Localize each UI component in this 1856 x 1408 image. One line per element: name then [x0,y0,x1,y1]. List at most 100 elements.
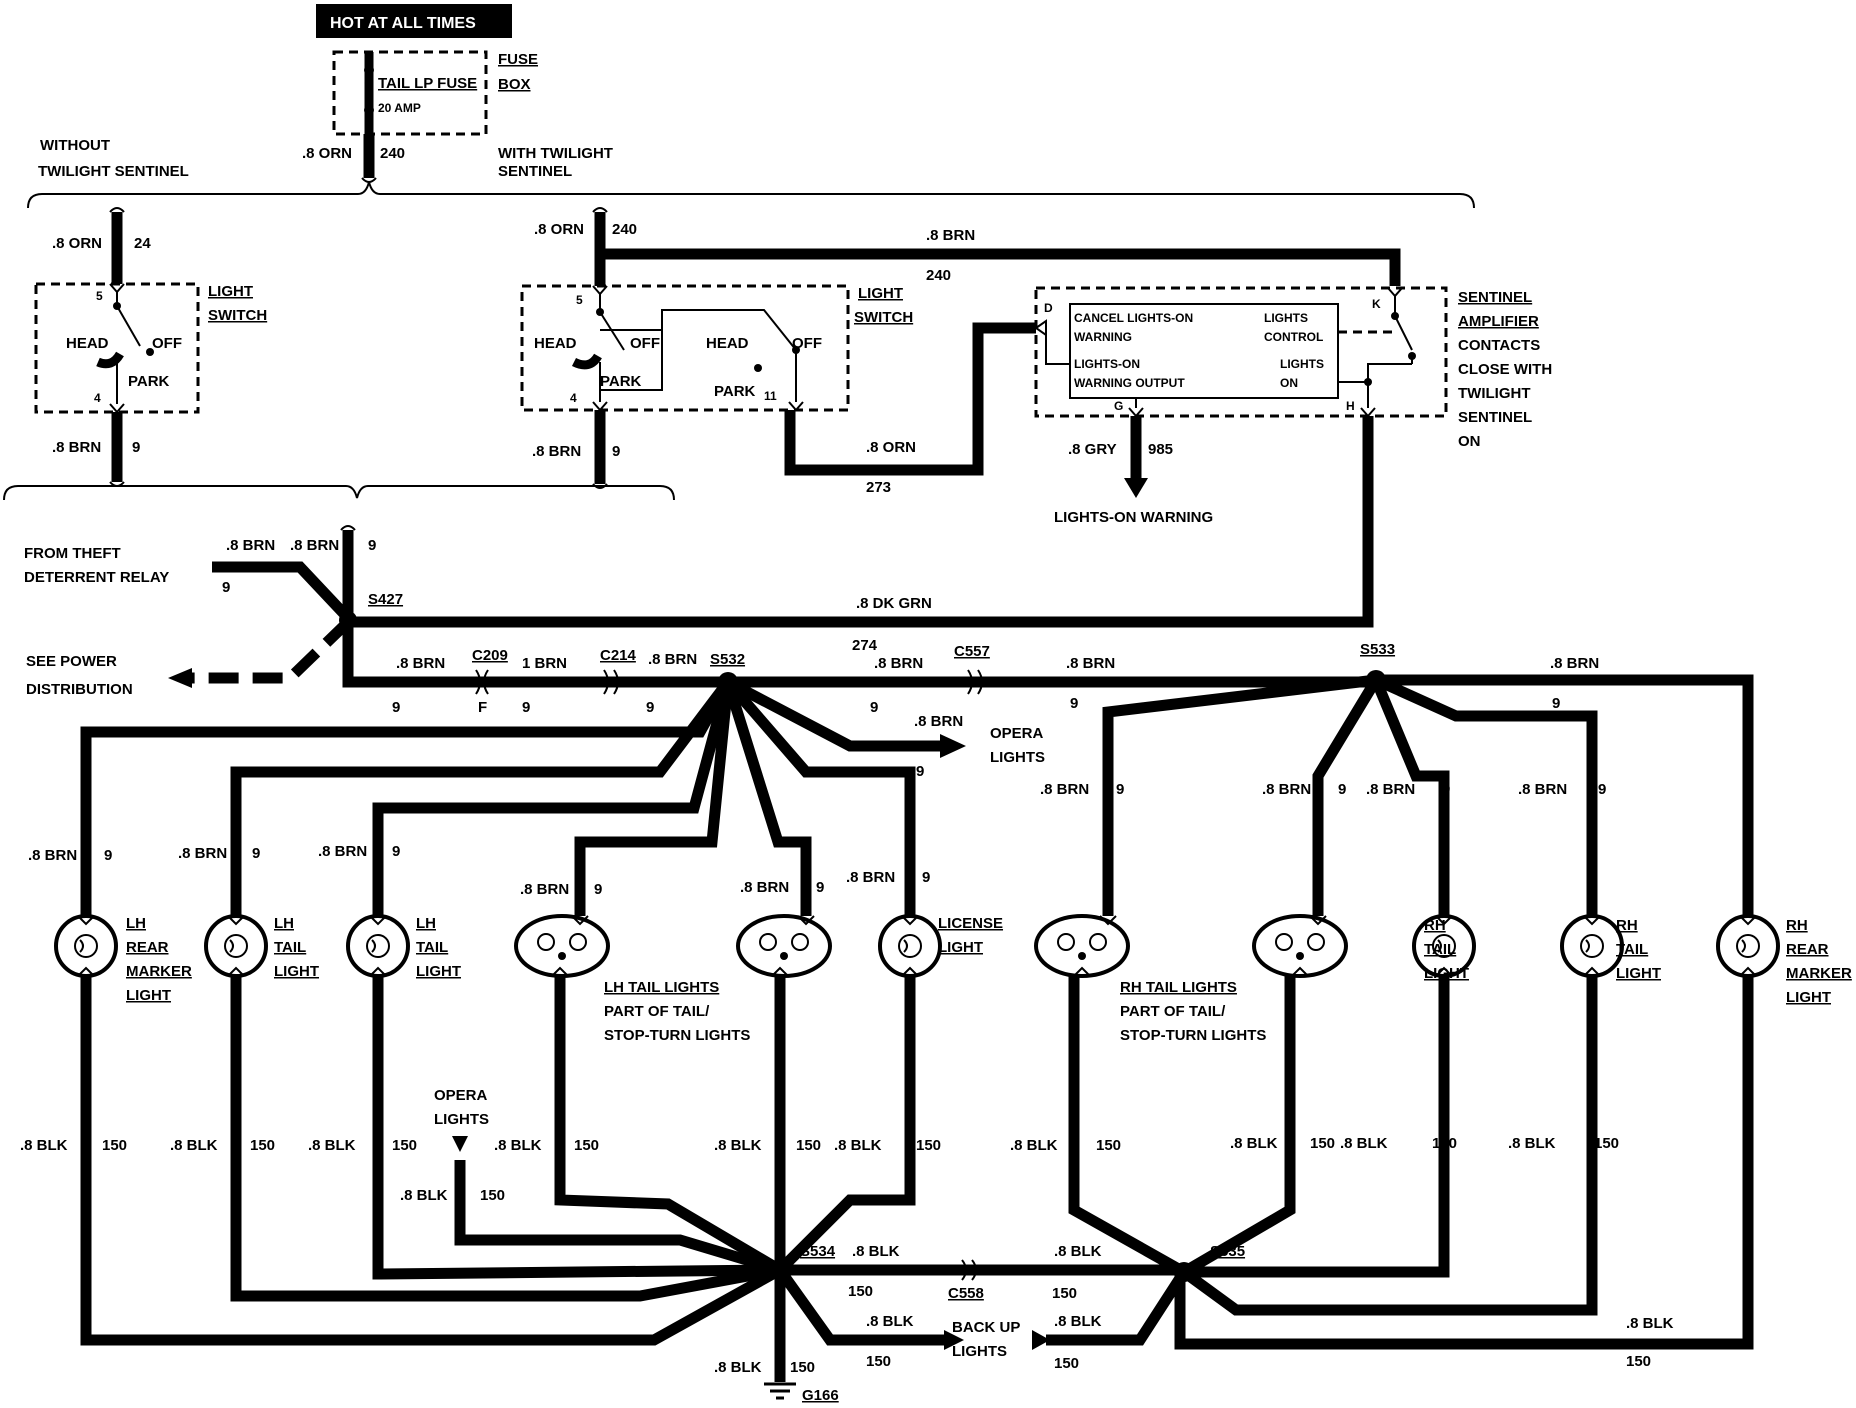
gnd-blk-backup-r: .8 BLK [1054,1313,1102,1330]
lamp9-wire: .8 BRN [1518,781,1567,798]
switch-a-head: HEAD [66,335,109,352]
lamp5-wire: .8 BRN [846,869,895,886]
switch-b-head: HEAD [534,335,577,352]
amp-lights-on: LIGHTS-ON [1074,357,1140,371]
switch-b-off: OFF [630,335,660,352]
bus-w2: 1 BRN [522,655,567,672]
feed-wires [80,674,1598,916]
amp-title2: AMPLIFIER [1458,313,1539,330]
s534-label: S534 [800,1243,836,1260]
lh-group-l2: PART OF TAIL/ [604,1003,710,1020]
lamp4-wire: .8 BRN [740,879,789,896]
bus-w5: .8 BRN [1066,655,1115,672]
lh-group-l1: LH TAIL LIGHTS [604,979,719,996]
lamp9-l1: RH [1616,917,1638,934]
amp-note4: SENTINEL [1458,409,1532,426]
lamp2-l1: LH [416,915,436,932]
switch-b-out-wire: .8 BRN [532,443,581,460]
amp-pin-h: H [1346,399,1355,413]
switch-b-pin-11: 11 [764,389,777,403]
lamp4-circ: 9 [816,879,824,896]
lamp8-l1: RH [1424,917,1446,934]
amp-note5: ON [1458,433,1481,450]
lamp-rh-stop-turn-2 [1252,914,1348,978]
gnd-blk-bus2: .8 BLK [1054,1243,1102,1260]
amp-control: CONTROL [1264,330,1323,344]
switch-b-pin-bottom: 4 [570,391,577,405]
gnd-150-3: 150 [574,1137,599,1154]
fuse-rating: 20 AMP [378,101,421,115]
amp-note2: CLOSE WITH [1458,361,1552,378]
lamp10-l3: MARKER [1786,965,1852,982]
amp-pin-d: D [1044,301,1053,315]
s427-label: S427 [368,591,403,608]
switch-b-head2: HEAD [706,335,749,352]
lamp10-l4: LIGHT [1786,989,1831,1006]
lamp5-l2: LIGHT [938,939,983,956]
s532-label: S532 [710,651,745,668]
s427-area: .8 BRN .8 BRN 9 9 FROM THEFT DETERRENT R… [24,525,1376,698]
lamp-labels: LH REAR MARKER LIGHT LH TAIL LIGHT LH TA… [126,915,1852,1044]
lamp6-wire: .8 BRN [1040,781,1089,798]
s535-label: S535 [1210,1243,1245,1260]
gnd-blk-opera: .8 BLK [400,1187,448,1204]
bus-c6: 9 [1552,695,1560,712]
switch-wire: .8 BRN [290,537,339,554]
dk-grn-wire: .8 DK GRN [856,595,932,612]
gnd-150-5: 150 [916,1137,941,1154]
lh-group-l3: STOP-TURN LIGHTS [604,1027,750,1044]
gnd-150-6: 150 [1096,1137,1121,1154]
c557-label: C557 [954,643,990,660]
power-label-1: SEE POWER [26,653,117,670]
gnd-opera-1: OPERA [434,1087,488,1104]
switch-b-title1: LIGHT [858,285,903,302]
gnd-150-bus1: 150 [848,1283,873,1300]
lamp9-l3: LIGHT [1616,965,1661,982]
amp-gry-circuit: 985 [1148,441,1173,458]
lamp2-l3: LIGHT [416,963,461,980]
lamp-rh-rear-marker [1716,914,1780,978]
gnd-150-rh: 150 [1626,1353,1651,1370]
lamp0-l2: REAR [126,939,169,956]
gnd-blk-1: .8 BLK [170,1137,218,1154]
bus-c5: 9 [1070,695,1078,712]
bus-c274: 274 [852,637,878,654]
lamp0-l3: MARKER [126,963,192,980]
lamp5-circ: 9 [922,869,930,886]
lamp-lh-stop-turn-1 [514,914,610,978]
lamp8-circ: 9 [1442,781,1450,798]
c558-label: C558 [948,1285,984,1302]
switch-a-title1: LIGHT [208,283,253,300]
light-switch-b: .8 ORN 240 .8 BRN 240 LIGHT SWITCH 5 HEA… [520,207,1401,496]
amp-pin-k: K [1372,297,1381,311]
rh-group-l3: STOP-TURN LIGHTS [1120,1027,1266,1044]
lamp1-l3: LIGHT [274,963,319,980]
switch-b-title2: SWITCH [854,309,913,326]
switch-b-park: PARK [600,373,642,390]
bus-c3: 9 [646,699,654,716]
c214-label: C214 [600,647,637,664]
gnd-150-2: 150 [392,1137,417,1154]
lamp8-wire: .8 BRN [1366,781,1415,798]
lamp7-wire: .8 BRN [1262,781,1311,798]
switch-a-title2: SWITCH [208,307,267,324]
lamp2-circ: 9 [392,843,400,860]
gnd-150-0: 150 [102,1137,127,1154]
with-label-2: SENTINEL [498,163,572,180]
c209-label: C209 [472,647,508,664]
switch-a-off: OFF [152,335,182,352]
lamp0-circ: 9 [104,847,112,864]
ground-wires [80,976,1754,1400]
amp-title1: SENTINEL [1458,289,1532,306]
lamp1-l2: TAIL [274,939,306,956]
gnd-150-g166: 150 [790,1359,815,1376]
rh-group-l2: PART OF TAIL/ [1120,1003,1226,1020]
lamp3-wire: .8 BRN [520,881,569,898]
s534-dot [770,1260,790,1280]
gnd-blk-4: .8 BLK [714,1137,762,1154]
lamp10-l2: REAR [1786,941,1829,958]
gnd-blk-3: .8 BLK [494,1137,542,1154]
lamp0-l1: LH [126,915,146,932]
opera-label-2: LIGHTS [990,749,1045,766]
